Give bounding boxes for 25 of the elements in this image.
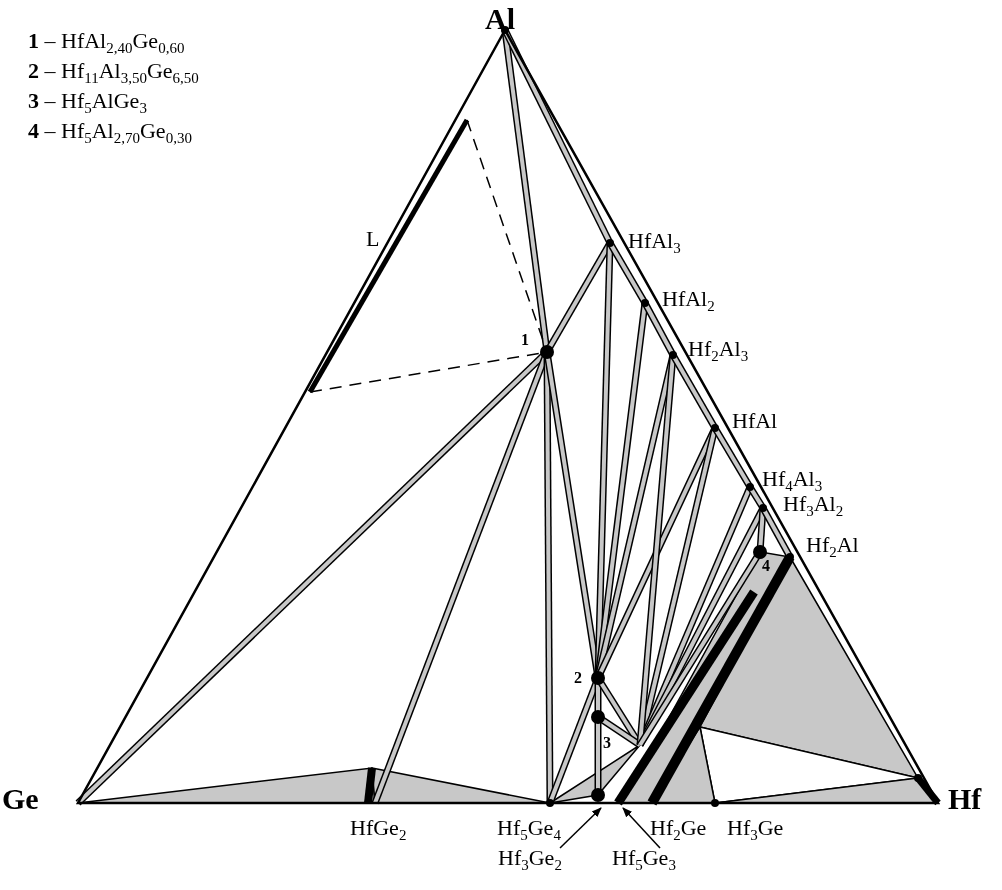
- phase-label: HfGe$_{2}$: [350, 815, 407, 846]
- vertex-label: Ge: [2, 782, 39, 816]
- phase-label: HfAl: [732, 408, 778, 434]
- phase-label: Hf$_{2}$Ge: [650, 815, 707, 846]
- leader-arrow: [622, 807, 661, 849]
- phase-label: Hf$_{5}$Ge$_{4}$: [497, 815, 561, 846]
- point-number: 2: [574, 668, 582, 688]
- legend-entry: 1 – HfAl$_{2,40}$Ge$_{0,60}$: [28, 28, 185, 59]
- legend-entry: 4 – Hf$_{5}$Al$_{2,70}$Ge$_{0,30}$: [28, 118, 192, 149]
- phase-label: Hf$_{2}$Al$_{3}$: [688, 336, 749, 367]
- point-number: 3: [603, 733, 611, 753]
- legend-entry: 3 – Hf$_{5}$AlGe$_{3}$: [28, 88, 147, 119]
- phase-label: L: [366, 226, 380, 252]
- phase-label: HfAl$_{2}$: [662, 286, 715, 317]
- point-number: 4: [762, 556, 770, 576]
- phase-label: HfAl$_{3}$: [628, 228, 681, 259]
- legend-entry: 2 – Hf$_{11}$Al$_{3,50}$Ge$_{6,50}$: [28, 58, 199, 89]
- leader-arrow: [559, 807, 602, 849]
- phase-label: Hf$_{3}$Ge: [727, 815, 784, 846]
- phase-label: Hf$_{2}$Al: [806, 532, 859, 563]
- phase-label: Hf$_{3}$Ge$_{2}$: [498, 846, 562, 878]
- vertex-label: Al: [485, 2, 515, 36]
- vertex-label: Hf: [948, 782, 982, 816]
- phase-label: Hf$_{5}$Ge$_{3}$: [612, 846, 676, 878]
- point-number: 1: [521, 330, 529, 350]
